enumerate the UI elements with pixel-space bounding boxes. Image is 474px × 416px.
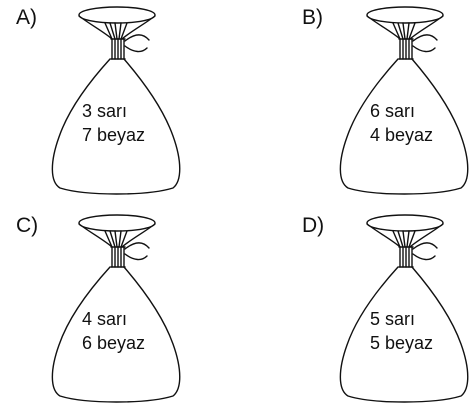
bag-content: 5 sarı 5 beyaz — [370, 307, 433, 355]
option-a: A) 3 sarı 7 beyaz — [0, 0, 237, 208]
bag-icon — [339, 6, 469, 195]
bag-b: 6 sarı 4 beyaz — [333, 5, 473, 198]
bag-c: 4 sarı 6 beyaz — [45, 213, 185, 406]
bag-d: 5 sarı 5 beyaz — [333, 213, 473, 406]
option-c: C) 4 sarı 6 beyaz — [0, 208, 237, 416]
bag-content: 3 sarı 7 beyaz — [82, 99, 145, 147]
yellow-count: 6 sarı — [370, 101, 416, 121]
bag-icon — [339, 214, 469, 403]
option-label: B) — [302, 6, 323, 29]
option-b: B) 6 sarı 4 beyaz — [237, 0, 474, 208]
option-d: D) 5 sarı 5 beyaz — [237, 208, 474, 416]
option-label: C) — [16, 214, 39, 237]
white-count: 4 beyaz — [370, 125, 434, 145]
bag-content: 4 sarı 6 beyaz — [82, 307, 145, 355]
bag-content: 6 sarı 4 beyaz — [370, 99, 433, 147]
bag-icon — [51, 214, 181, 403]
bag-icon — [51, 6, 181, 195]
option-label: A) — [16, 6, 37, 29]
yellow-count: 5 sarı — [370, 309, 416, 329]
option-label: D) — [302, 214, 325, 237]
white-count: 7 beyaz — [82, 125, 146, 145]
white-count: 6 beyaz — [82, 333, 146, 353]
yellow-count: 3 sarı — [82, 101, 128, 121]
bag-a: 3 sarı 7 beyaz — [45, 5, 185, 198]
white-count: 5 beyaz — [370, 333, 434, 353]
yellow-count: 4 sarı — [82, 309, 128, 329]
